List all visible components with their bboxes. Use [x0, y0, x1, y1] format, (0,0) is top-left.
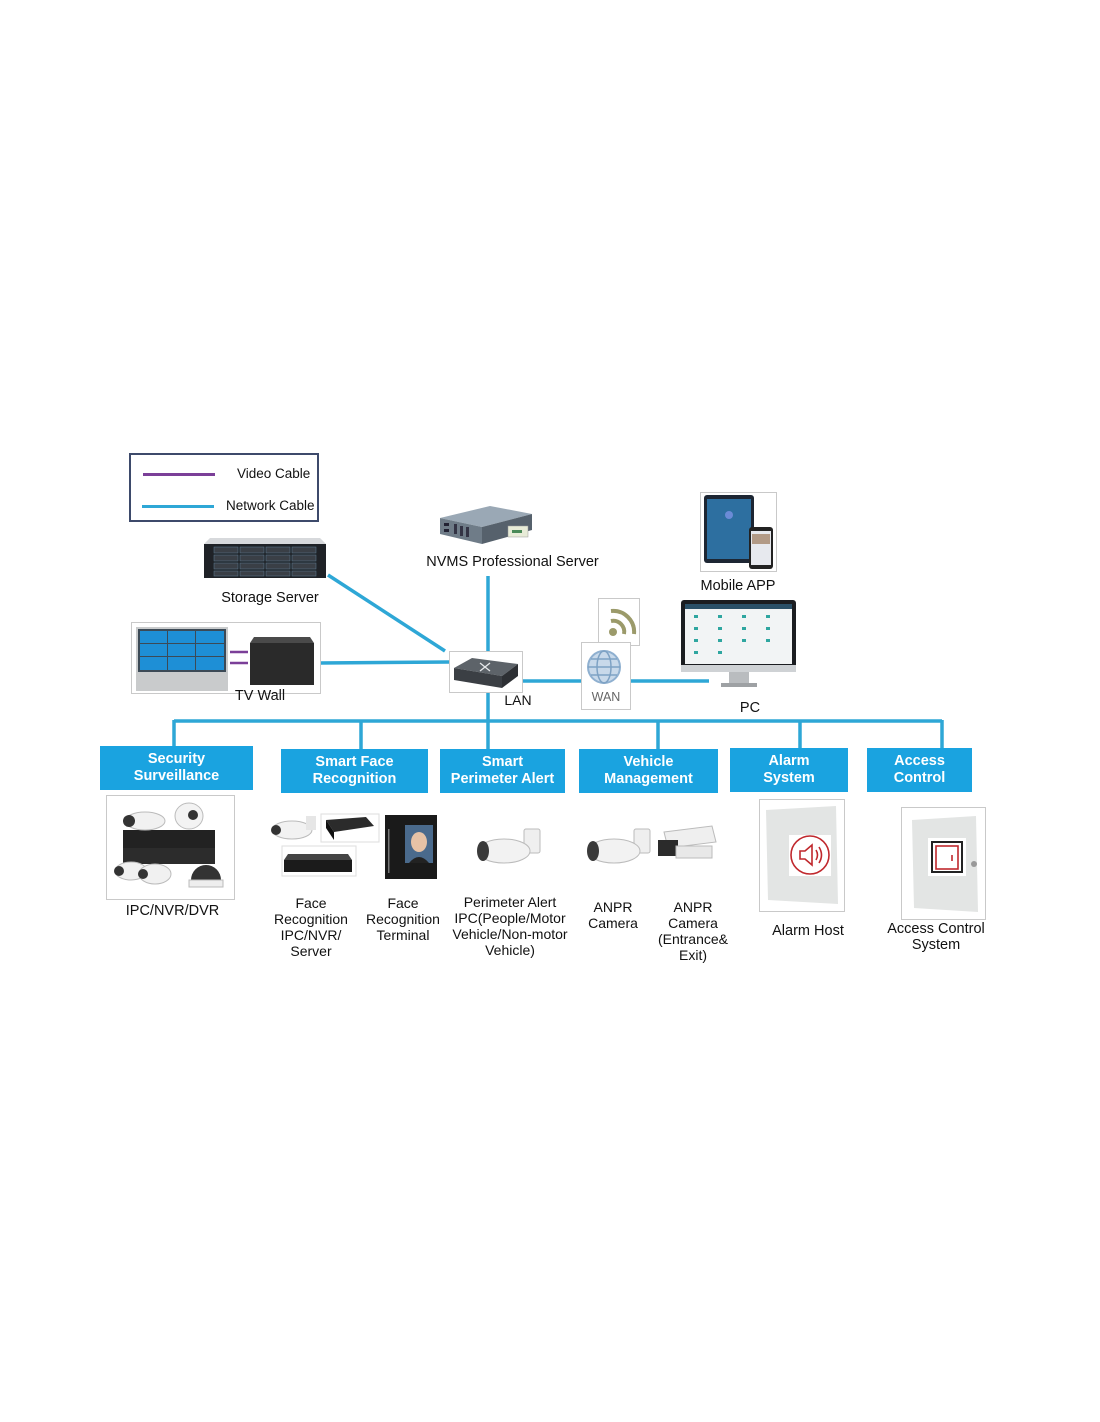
tv-wall-node[interactable] [131, 622, 321, 694]
nvms-server-node[interactable] [430, 500, 540, 550]
device-face-terminal[interactable] [385, 815, 437, 879]
label-line: Server [290, 943, 332, 959]
category-title-line: Control [893, 770, 946, 786]
category-title-line: Alarm [768, 753, 810, 769]
lan-label: LAN [504, 692, 532, 708]
box-camera-icon [658, 825, 717, 859]
device-label-access-control: Access Control System [882, 921, 990, 953]
label-line: Access Control [887, 921, 985, 937]
device-label-face-ipc-nvr-server: Face Recognition IPC/NVR/ Server [266, 895, 356, 959]
mobile-app-label: Mobile APP [700, 578, 776, 594]
label-line: Camera [588, 915, 638, 931]
bullet-camera-icon [477, 828, 541, 864]
storage-array-icon [204, 538, 326, 578]
label-line: Vehicle/Non-motor [452, 926, 568, 942]
label-line: Exit) [679, 947, 707, 963]
access-control-cabinet [912, 816, 978, 912]
mobile-app-node[interactable] [700, 492, 777, 572]
door-icon [931, 841, 963, 873]
category-title-line: Smart [481, 754, 524, 770]
storage-server-node[interactable] [204, 532, 326, 580]
label-line: IPC(People/Motor [454, 910, 566, 926]
video-wall-icon [136, 627, 314, 691]
storage-server-label: Storage Server [221, 590, 319, 606]
device-anpr-entrance-exit[interactable] [656, 824, 718, 864]
device-anpr-camera[interactable] [584, 825, 656, 873]
label-line: Alarm Host [772, 923, 844, 939]
label-line: ANPR [673, 899, 713, 915]
label-line: Vehicle) [485, 942, 535, 958]
device-alarm-host[interactable] [759, 799, 845, 912]
category-title-line: Management [604, 771, 693, 787]
rack-server-icon [440, 506, 532, 544]
device-label-face-terminal: Face Recognition Terminal [362, 895, 444, 943]
globe-icon [587, 650, 621, 684]
legend-network-label: Network Cable [226, 498, 315, 513]
category-title-line: Security [147, 751, 206, 767]
label-line: IPC/NVR/ [280, 927, 342, 943]
label-line: IPC/NVR/DVR [125, 903, 220, 919]
category-title-line: Surveillance [133, 768, 220, 784]
wan-node[interactable]: WAN [581, 642, 631, 710]
category-title-line: Vehicle [623, 754, 674, 770]
device-label-alarm-host: Alarm Host [762, 923, 854, 939]
pc-node[interactable] [680, 599, 797, 689]
wireless-node[interactable] [598, 598, 640, 646]
network-switch-icon [454, 658, 518, 688]
alarm-speaker-icon [790, 835, 830, 875]
label-line: ANPR [593, 899, 633, 915]
category-title-line: Access [894, 753, 945, 769]
label-line: Camera [668, 915, 718, 931]
label-line: Face [387, 895, 419, 911]
legend: Video Cable Network Cable [129, 453, 319, 522]
category-title-line: Recognition [312, 771, 397, 787]
label-line: Face [295, 895, 327, 911]
pc-label: PC [739, 700, 761, 716]
tablet-phone-icon [704, 495, 773, 569]
device-label-anpr-entrance-exit: ANPR Camera (Entrance& Exit) [652, 899, 734, 963]
bullet-camera-icon [587, 828, 651, 864]
label-line: (Entrance& [657, 931, 729, 947]
legend-video-label: Video Cable [237, 466, 311, 481]
device-perimeter-alert-ipc[interactable] [474, 825, 546, 873]
category-title-line: Perimeter Alert [450, 771, 555, 787]
label-line: Terminal [376, 927, 430, 943]
label-line: System [911, 937, 961, 953]
category-title-line: System [763, 770, 815, 786]
legend-network-swatch [142, 505, 214, 508]
device-label-perimeter-alert-ipc: Perimeter Alert IPC(People/Motor Vehicle… [446, 894, 574, 958]
face-ipc-nvr-icon [271, 813, 380, 877]
alarm-host-cabinet [766, 806, 838, 904]
tv-wall-label: TV Wall [234, 688, 286, 704]
category-title-line: Smart Face [315, 754, 394, 770]
network-cable-storage-lan [327, 573, 446, 653]
device-label-ipc-nvr-dvr: IPC/NVR/DVR [110, 903, 235, 919]
device-ipc-nvr-dvr[interactable] [106, 795, 235, 900]
device-face-ipc-nvr-server[interactable] [266, 812, 381, 882]
monitor-icon [681, 600, 796, 687]
camera-nvr-bundle-icon [114, 802, 224, 888]
wifi-signal-icon [609, 608, 637, 636]
legend-video-swatch [143, 473, 215, 476]
device-label-anpr-camera: ANPR Camera [578, 899, 648, 931]
device-access-control[interactable] [901, 807, 986, 920]
label-line: Perimeter Alert [463, 894, 557, 910]
wan-label: WAN [591, 690, 621, 704]
lan-switch-node[interactable] [449, 651, 523, 693]
label-line: Recognition [366, 911, 440, 927]
label-line: Recognition [274, 911, 348, 927]
nvms-server-label: NVMS Professional Server [426, 554, 599, 570]
network-cable-tvwall-lan [319, 660, 451, 665]
face-terminal-icon [385, 815, 437, 879]
